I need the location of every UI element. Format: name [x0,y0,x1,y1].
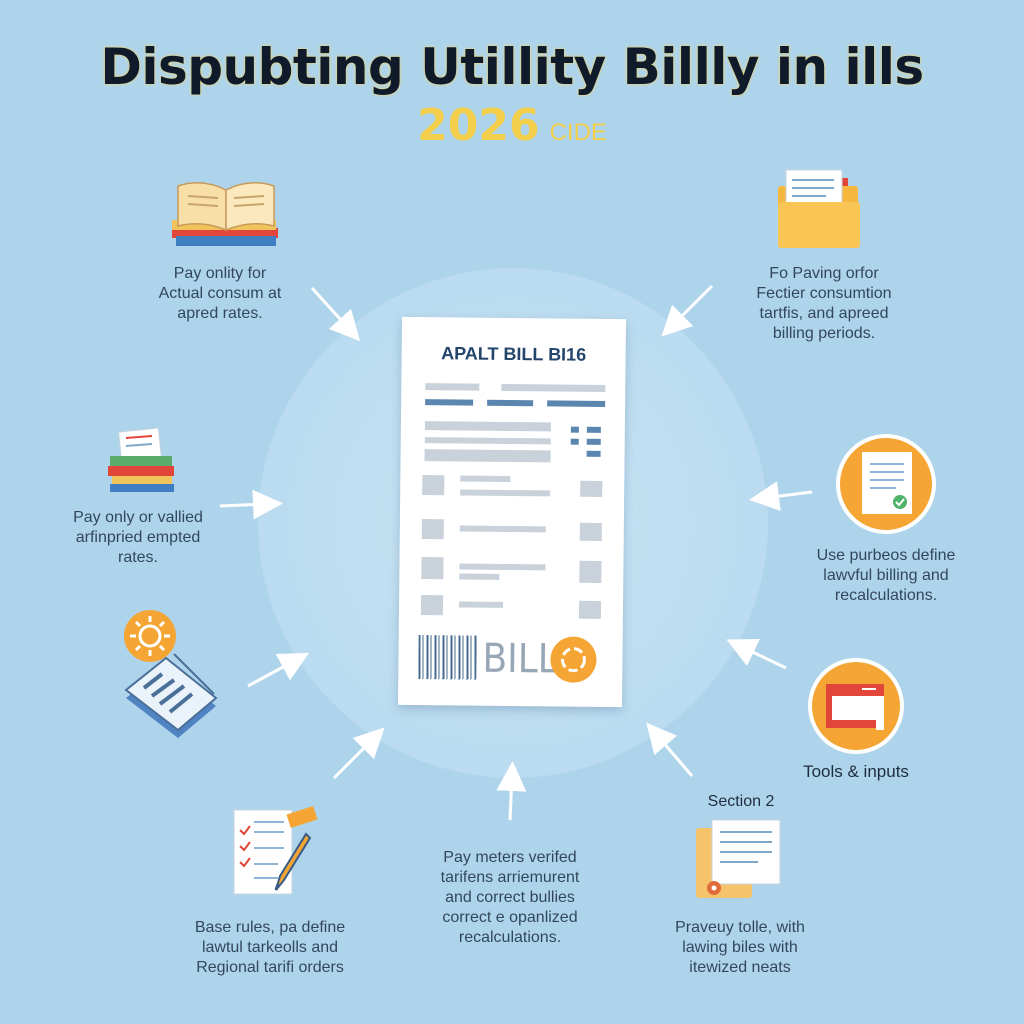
subtitle-word: CIDE [549,119,607,146]
arrow-bottom-left [332,727,385,780]
sun-icon [122,608,178,669]
checklist-pen-icon [232,806,322,903]
tools-browser-icon [806,656,906,761]
arrow-top-right [661,284,714,337]
open-book-icon [168,176,284,259]
page-subtitle: 2026 CIDE [0,100,1024,151]
document-check-icon [836,434,936,539]
book-stack-icon [106,427,178,501]
arrow-bottom-center [496,761,527,821]
arrow-lower-right [726,638,787,670]
stamp-icon [550,636,597,683]
label-tools: Tools & inputs [803,762,909,781]
label-bottom-center: Pay meters verifed tarifens arriemurent … [440,849,580,946]
arrow-bottom-right [646,722,694,777]
label-top-right: Fo Paving orfor Fectier consumtion tartf… [756,265,892,342]
label-mid-left: Pay only or vallied arfinpried empted ra… [73,509,203,566]
subtitle-year: 2026 [417,100,540,151]
paper-stack-icon [122,644,222,749]
arrow-mid-right [749,481,813,512]
label-section: Section 2 [707,793,775,810]
label-mid-right: Use purbeos define lawvful billing and r… [816,547,956,604]
label-top-left: Pay onlity for Actual consum at apred ra… [158,265,282,322]
arrow-top-left [310,286,361,342]
arrow-mid-left [219,489,283,520]
folder-icon [776,168,862,255]
page-title: Dispubting Utillity Billly in ills [100,38,924,96]
label-bottom-left: Base rules, pa define lawtul tarkeolls a… [194,919,346,976]
bill-document: APALT BILL BI16 BILL [397,316,627,708]
label-bottom-right: Praveuy tolle, with lawing biles with it… [675,919,805,976]
folder-document-icon [694,818,784,905]
arrow-lower-left [247,652,310,688]
